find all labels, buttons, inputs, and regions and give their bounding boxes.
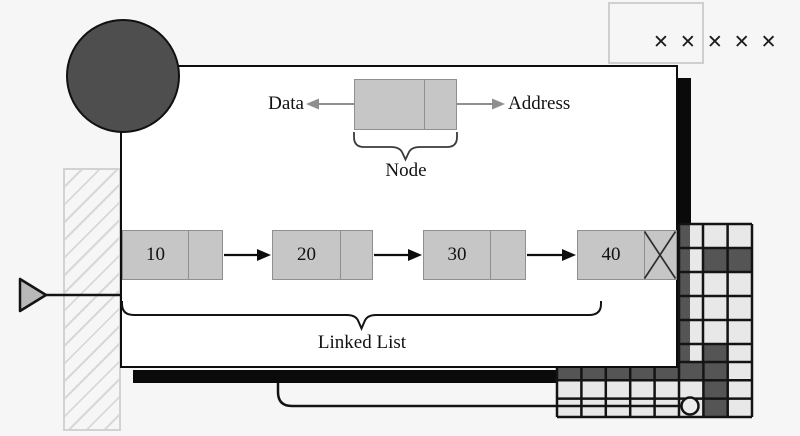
connector-end-circle-icon	[680, 396, 700, 416]
list-node-2: 20	[272, 230, 373, 280]
list-node-value: 40	[601, 244, 621, 265]
list-node-divider	[188, 231, 189, 279]
list-node-divider	[644, 231, 645, 279]
list-node-1: 10	[122, 230, 223, 280]
card-shadow-bottom	[133, 370, 693, 383]
list-node-divider	[490, 231, 491, 279]
decor-dark-circle	[66, 19, 180, 133]
list-node-3: 30	[423, 230, 526, 280]
list-node-value: 20	[297, 244, 316, 265]
node-caption: Node	[385, 160, 427, 181]
list-node-4: 40	[577, 230, 677, 280]
decor-outline-rect	[608, 2, 704, 64]
node-structure-box	[354, 79, 457, 130]
decor-hatched-rect	[63, 168, 121, 431]
list-node-value: 10	[146, 244, 165, 265]
decor-grid-right	[677, 222, 754, 362]
x-marks-row: ✕✕✕✕✕	[653, 31, 788, 53]
node-box-divider	[424, 80, 425, 129]
decor-grid-bottom	[555, 360, 754, 419]
card-shadow-right	[678, 78, 691, 225]
address-field-label: Address	[508, 93, 571, 114]
connector-line	[276, 383, 681, 408]
list-node-value: 30	[447, 244, 467, 265]
linked-list-caption: Linked List	[317, 332, 407, 353]
data-field-label: Data	[268, 93, 304, 114]
list-node-divider	[340, 231, 341, 279]
